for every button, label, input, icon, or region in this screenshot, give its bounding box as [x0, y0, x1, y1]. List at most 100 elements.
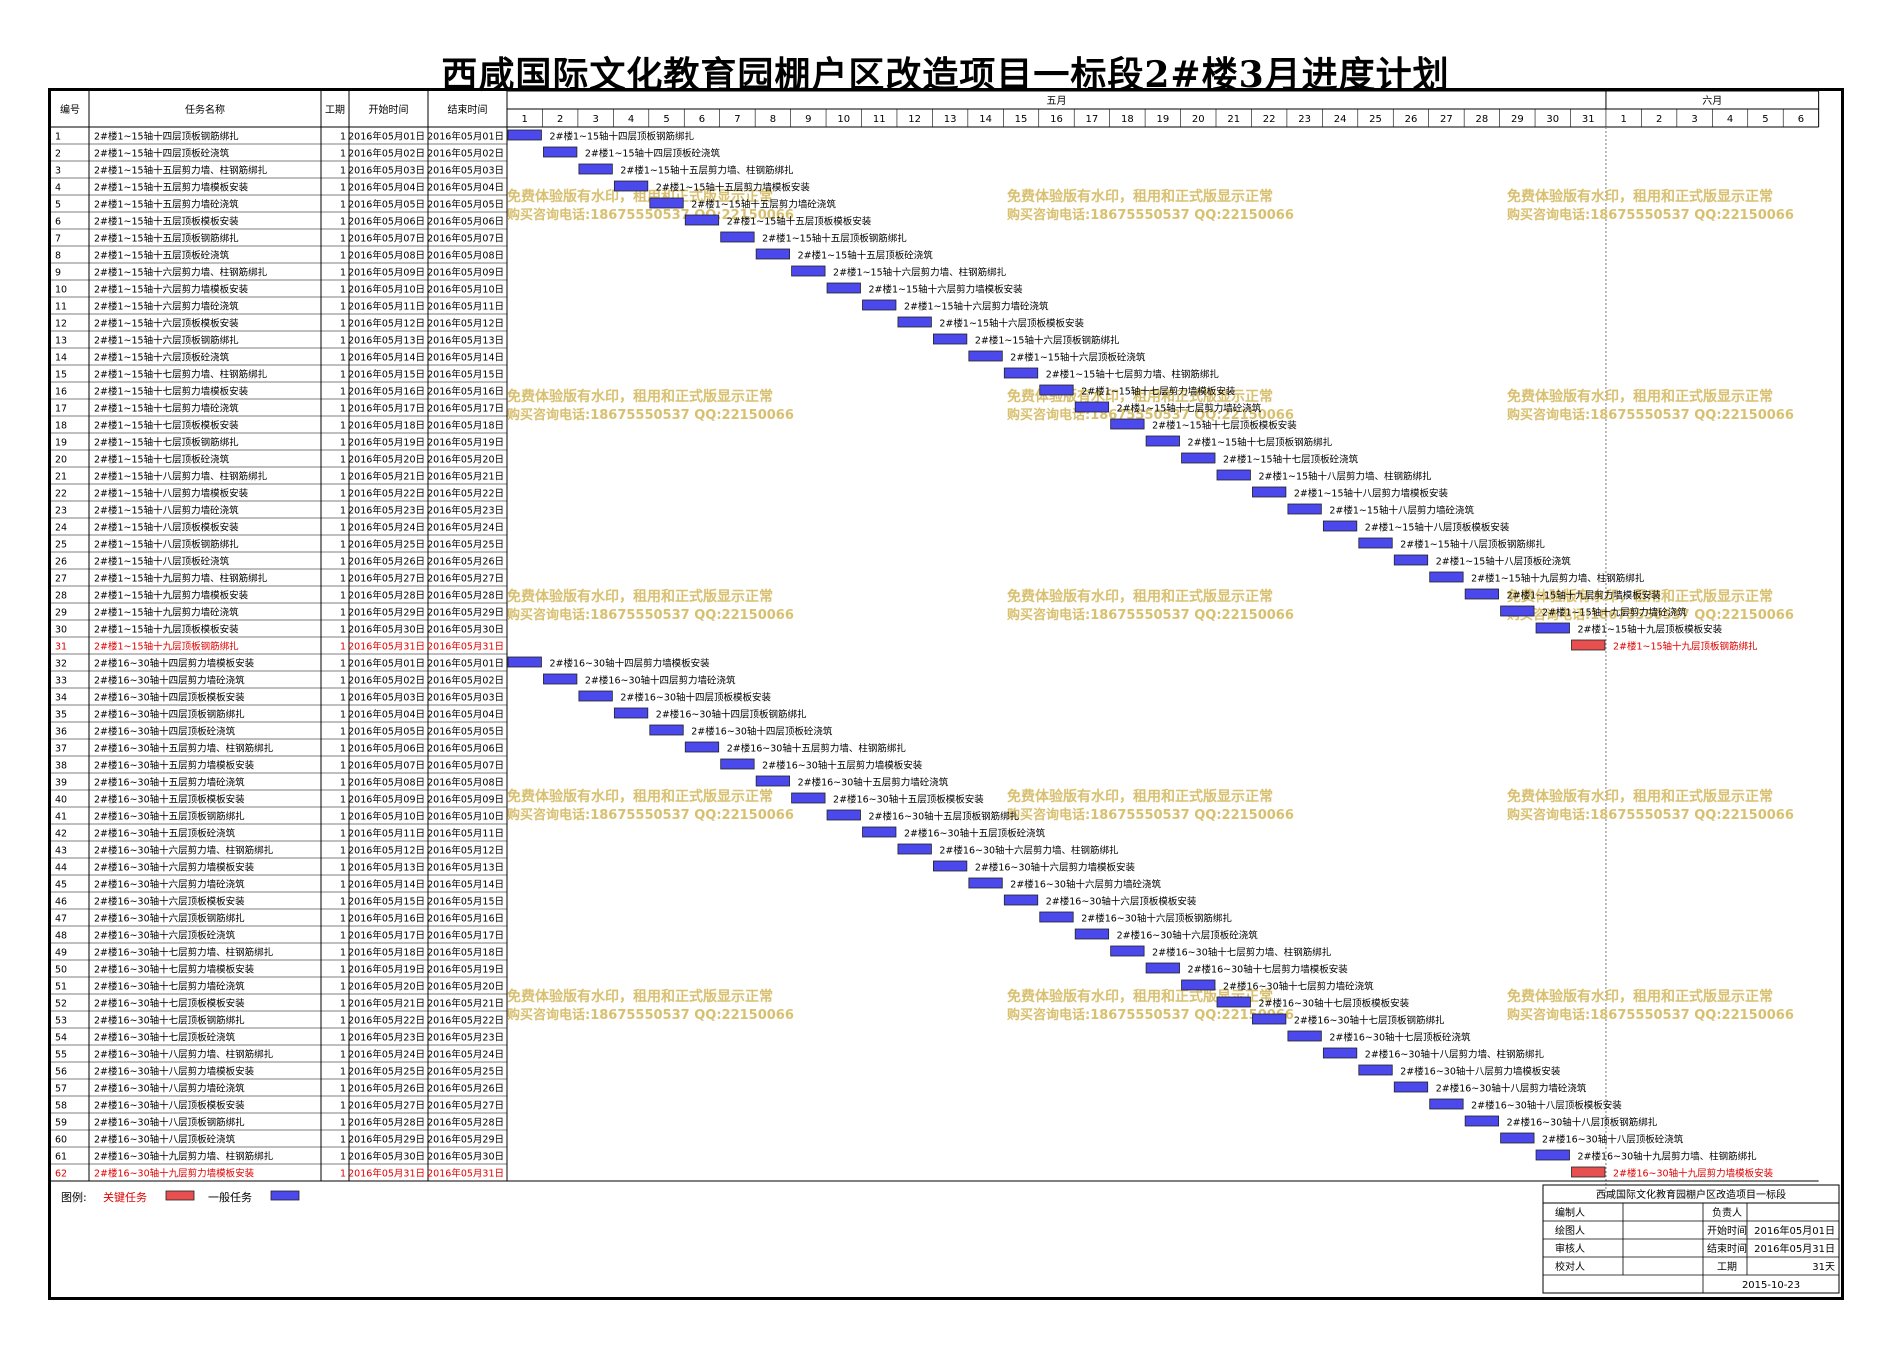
task-bar-label: 2#楼16~30轴十七层剪力墙、柱钢筋绑扎	[1152, 947, 1332, 959]
day-tick-label: 27	[1440, 114, 1453, 125]
task-id: 53	[55, 1016, 67, 1027]
task-end: 2016年05月28日	[427, 590, 504, 602]
task-bar[interactable]	[1322, 520, 1358, 532]
task-end: 2016年05月01日	[427, 658, 504, 670]
task-bar[interactable]	[826, 282, 861, 294]
task-bar[interactable]	[649, 197, 684, 209]
task-bar[interactable]	[897, 843, 932, 855]
task-bar[interactable]	[933, 860, 968, 872]
task-duration: 1	[340, 217, 346, 228]
task-duration: 1	[340, 727, 346, 738]
task-bar[interactable]	[507, 129, 542, 141]
task-bar[interactable]	[649, 724, 684, 736]
task-bar[interactable]	[1145, 435, 1180, 447]
task-bar[interactable]	[826, 809, 861, 821]
task-name: 2#楼16~30轴十八层剪力墙砼浇筑	[94, 1083, 245, 1095]
task-bar[interactable]	[684, 214, 720, 226]
task-id: 4	[55, 183, 61, 194]
task-bar[interactable]	[1074, 928, 1110, 940]
task-end: 2016年05月24日	[427, 1049, 504, 1061]
task-start: 2016年05月18日	[348, 947, 425, 959]
task-id: 22	[55, 489, 67, 500]
task-start: 2016年05月11日	[348, 301, 425, 313]
task-start: 2016年05月18日	[348, 420, 425, 432]
task-bar[interactable]	[613, 707, 649, 719]
task-bar[interactable]	[755, 248, 791, 260]
task-name: 2#楼16~30轴十六层顶板钢筋绑扎	[94, 913, 245, 925]
task-duration: 1	[340, 744, 346, 755]
task-bar[interactable]	[578, 163, 613, 175]
task-bar[interactable]	[1429, 571, 1464, 583]
task-bar[interactable]	[578, 690, 613, 702]
task-bar[interactable]	[1039, 384, 1074, 396]
task-bar[interactable]	[897, 316, 932, 328]
task-bar[interactable]	[507, 656, 542, 668]
task-start: 2016年05月15日	[348, 369, 425, 381]
task-bar[interactable]	[1464, 588, 1500, 600]
task-bar[interactable]	[1181, 979, 1216, 991]
task-bar[interactable]	[1252, 486, 1287, 498]
task-start: 2016年05月27日	[348, 1100, 425, 1112]
task-bar[interactable]	[720, 758, 755, 770]
task-id: 51	[55, 982, 67, 993]
task-bar[interactable]	[968, 350, 1003, 362]
task-bar[interactable]	[1393, 554, 1429, 566]
task-duration: 1	[340, 1169, 346, 1180]
task-bar-label: 2#楼16~30轴十四层顶板钢筋绑扎	[656, 709, 807, 721]
task-bar[interactable]	[1500, 605, 1535, 617]
task-bar[interactable]	[1571, 639, 1606, 651]
task-bar[interactable]	[1500, 1132, 1535, 1144]
task-bar[interactable]	[1110, 945, 1145, 957]
task-bar[interactable]	[791, 265, 826, 277]
task-duration: 1	[340, 608, 346, 619]
task-bar[interactable]	[1039, 911, 1074, 923]
task-bar[interactable]	[1252, 1013, 1287, 1025]
task-bar[interactable]	[1322, 1047, 1358, 1059]
task-start: 2016年05月09日	[348, 267, 425, 279]
task-id: 3	[55, 166, 61, 177]
task-bar-label: 2#楼1~15轴十九层剪力墙砼浇筑	[1542, 607, 1687, 619]
task-id: 32	[55, 659, 67, 670]
task-bar[interactable]	[543, 146, 578, 158]
task-bar[interactable]	[1358, 1064, 1393, 1076]
task-duration: 1	[340, 540, 346, 551]
task-bar-label: 2#楼1~15轴十九层顶板模板安装	[1578, 624, 1723, 636]
task-bar[interactable]	[1110, 418, 1145, 430]
task-name: 2#楼16~30轴十九层剪力墙模板安装	[94, 1168, 255, 1180]
task-bar[interactable]	[1535, 622, 1570, 634]
task-bar[interactable]	[1003, 367, 1039, 379]
task-bar[interactable]	[684, 741, 720, 753]
day-tick-label: 6	[1798, 114, 1804, 125]
task-bar[interactable]	[1358, 537, 1393, 549]
task-bar[interactable]	[755, 775, 791, 787]
task-bar[interactable]	[1287, 1030, 1322, 1042]
task-bar[interactable]	[933, 333, 968, 345]
task-bar[interactable]	[1535, 1149, 1570, 1161]
task-bar[interactable]	[1429, 1098, 1464, 1110]
task-bar[interactable]	[1145, 962, 1180, 974]
task-bar[interactable]	[968, 877, 1003, 889]
task-bar[interactable]	[791, 792, 826, 804]
task-start: 2016年05月19日	[348, 964, 425, 976]
task-bar[interactable]	[1074, 401, 1110, 413]
task-name: 2#楼16~30轴十八层顶板砼浇筑	[94, 1134, 236, 1146]
task-start: 2016年05月29日	[348, 607, 425, 619]
task-bar[interactable]	[1216, 996, 1251, 1008]
task-bar[interactable]	[862, 299, 897, 311]
task-bar[interactable]	[543, 673, 578, 685]
task-duration: 1	[340, 710, 346, 721]
task-bar[interactable]	[1393, 1081, 1429, 1093]
task-name: 2#楼1~15轴十八层剪力墙、柱钢筋绑扎	[94, 471, 268, 483]
task-bar[interactable]	[1181, 452, 1216, 464]
task-bar[interactable]	[1571, 1166, 1606, 1178]
task-bar[interactable]	[1287, 503, 1322, 515]
task-bar[interactable]	[720, 231, 755, 243]
task-bar[interactable]	[862, 826, 897, 838]
task-bar[interactable]	[1464, 1115, 1500, 1127]
task-id: 56	[55, 1067, 67, 1078]
task-bar[interactable]	[1003, 894, 1039, 906]
task-bar[interactable]	[1216, 469, 1251, 481]
task-end: 2016年05月25日	[427, 539, 504, 551]
task-bar[interactable]	[613, 180, 649, 192]
